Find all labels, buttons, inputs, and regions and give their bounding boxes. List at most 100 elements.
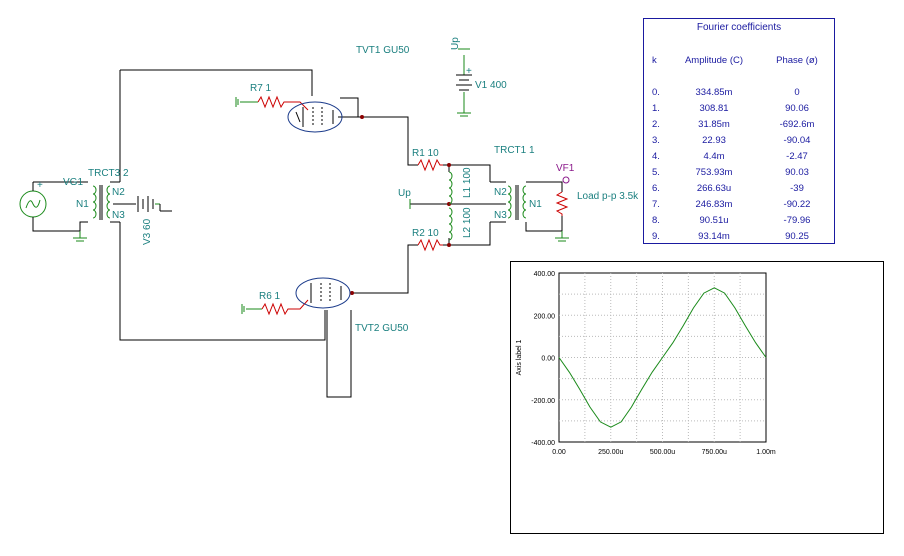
label-r6: R6 1 — [259, 291, 281, 302]
label-tvt2: TVT2 GU50 — [355, 323, 409, 334]
inductor-l1 — [448, 171, 453, 205]
y-axis-label: Axis label 1 — [516, 339, 523, 375]
x-tick-label: 250.00u — [598, 449, 623, 456]
cell-amplitude: 266.63u — [696, 183, 732, 194]
wire-top-grid — [120, 69, 313, 96]
header-k: k — [652, 55, 657, 66]
label-v3: V3 60 — [142, 218, 153, 245]
wire-t2-plate — [352, 244, 418, 294]
cell-amplitude: 334.85m — [695, 87, 733, 98]
header-amplitude: Amplitude (C) — [684, 55, 744, 66]
resistor-load — [555, 191, 569, 216]
probe-vf1-icon — [562, 176, 570, 184]
cell-k: 3. — [652, 135, 660, 146]
label-trct3: TRCT3 2 — [88, 168, 129, 179]
resistor-r1 — [417, 158, 443, 172]
resistor-r6 — [261, 299, 309, 316]
cell-amplitude: 93.14m — [698, 231, 730, 242]
cell-amplitude: 22.93 — [702, 135, 726, 146]
inductor-l2 — [448, 207, 453, 241]
plus-sign: + — [37, 180, 43, 191]
table-row: 8.90.51u-79.96 — [644, 215, 834, 229]
table-row: 2.31.85m-692.6m — [644, 119, 834, 133]
wire-r2-out — [443, 222, 491, 246]
cell-phase: -39 — [790, 183, 804, 194]
label-up: Up — [398, 188, 411, 199]
x-tick-label: 500.00u — [650, 449, 675, 456]
label-load: Load p-p 3.5k — [577, 191, 639, 202]
label-up-top: Up — [450, 37, 461, 50]
series-line — [558, 287, 767, 428]
label-n3-right: N3 — [494, 210, 507, 221]
wire-cathode-loop — [326, 310, 352, 398]
y-tick-label: -200.00 — [531, 398, 555, 405]
label-n1-right: N1 — [529, 199, 542, 210]
label-r1: R1 10 — [412, 148, 439, 159]
cell-amplitude: 90.51u — [699, 215, 729, 226]
cell-k: 1. — [652, 103, 660, 114]
junction-dot — [447, 243, 451, 247]
cell-phase: 90.06 — [785, 103, 809, 114]
fourier-coefficients-table: Fourier coefficients k Amplitude (C) Pha… — [643, 18, 835, 244]
wire-t1-screen — [340, 97, 359, 117]
cell-k: 6. — [652, 183, 660, 194]
wire-left-bottom — [119, 222, 326, 341]
cell-phase: -2.47 — [786, 151, 808, 162]
cell-k: 5. — [652, 167, 660, 178]
y-tick-label: 200.00 — [534, 313, 556, 320]
trct3-primary — [92, 185, 97, 219]
table-row: 9. 93.14m 90.25 — [644, 231, 834, 245]
trct1-primary — [507, 185, 512, 219]
label-r2: R2 10 — [412, 228, 439, 239]
junction-dot — [447, 163, 451, 167]
header-phase: Phase (ø) — [776, 55, 818, 66]
cell-phase: -90.04 — [783, 135, 811, 146]
table-row: 4. 4.4m -2.47 — [644, 151, 834, 165]
cell-phase: 0 — [794, 87, 800, 98]
table-row: 3. 22.93 -90.04 — [644, 135, 834, 149]
cell-k: 0. — [652, 87, 660, 98]
label-v1: V1 400 — [475, 80, 507, 91]
cell-phase: -90.22 — [783, 199, 811, 210]
wire-r1-out — [443, 164, 491, 182]
label-n2-left: N2 — [112, 187, 125, 198]
cell-k: 4. — [652, 151, 660, 162]
label-n1-left: N1 — [76, 199, 89, 210]
x-tick-label: 750.00u — [702, 449, 727, 456]
cell-amplitude: 246.83m — [695, 199, 733, 210]
trct1-secondary — [522, 185, 527, 219]
label-l1: L1 100 — [462, 167, 473, 198]
junction-dot — [350, 291, 354, 295]
label-n3-left: N3 — [112, 210, 125, 221]
table-header: k Amplitude (C) Phase (ø) — [644, 55, 834, 69]
cell-k: 8. — [652, 215, 660, 226]
x-tick-label: 0.00 — [552, 449, 566, 456]
wire-t1-plate — [338, 116, 418, 166]
table-row: 6. 266.63u -39 — [644, 183, 834, 197]
resistor-r2 — [417, 238, 443, 252]
label-n2-right: N2 — [494, 187, 507, 198]
cell-amplitude: 308.81 — [699, 103, 729, 114]
table-row: 7. 246.83m -90.22 — [644, 199, 834, 213]
label-vg1: VG1 — [63, 177, 83, 188]
label-vf1: VF1 — [556, 163, 575, 174]
cell-amplitude: 4.4m — [703, 151, 725, 162]
label-tvt1: TVT1 GU50 — [356, 45, 410, 56]
table-title: Fourier coefficients — [696, 22, 782, 33]
cell-phase: 90.25 — [785, 231, 809, 242]
sine-icon — [25, 199, 41, 209]
trct3-secondary — [106, 185, 111, 219]
cell-amplitude: 31.85m — [698, 119, 730, 130]
cell-k: 7. — [652, 199, 660, 210]
resistor-r7 — [257, 95, 309, 111]
wire-load-top — [526, 181, 563, 192]
cell-amplitude: 753.93m — [695, 167, 733, 178]
cell-k: 9. — [652, 231, 660, 242]
label-l2: L2 100 — [462, 207, 473, 238]
tube-tvt1 — [287, 101, 343, 133]
cell-phase: -692.6m — [779, 119, 815, 130]
